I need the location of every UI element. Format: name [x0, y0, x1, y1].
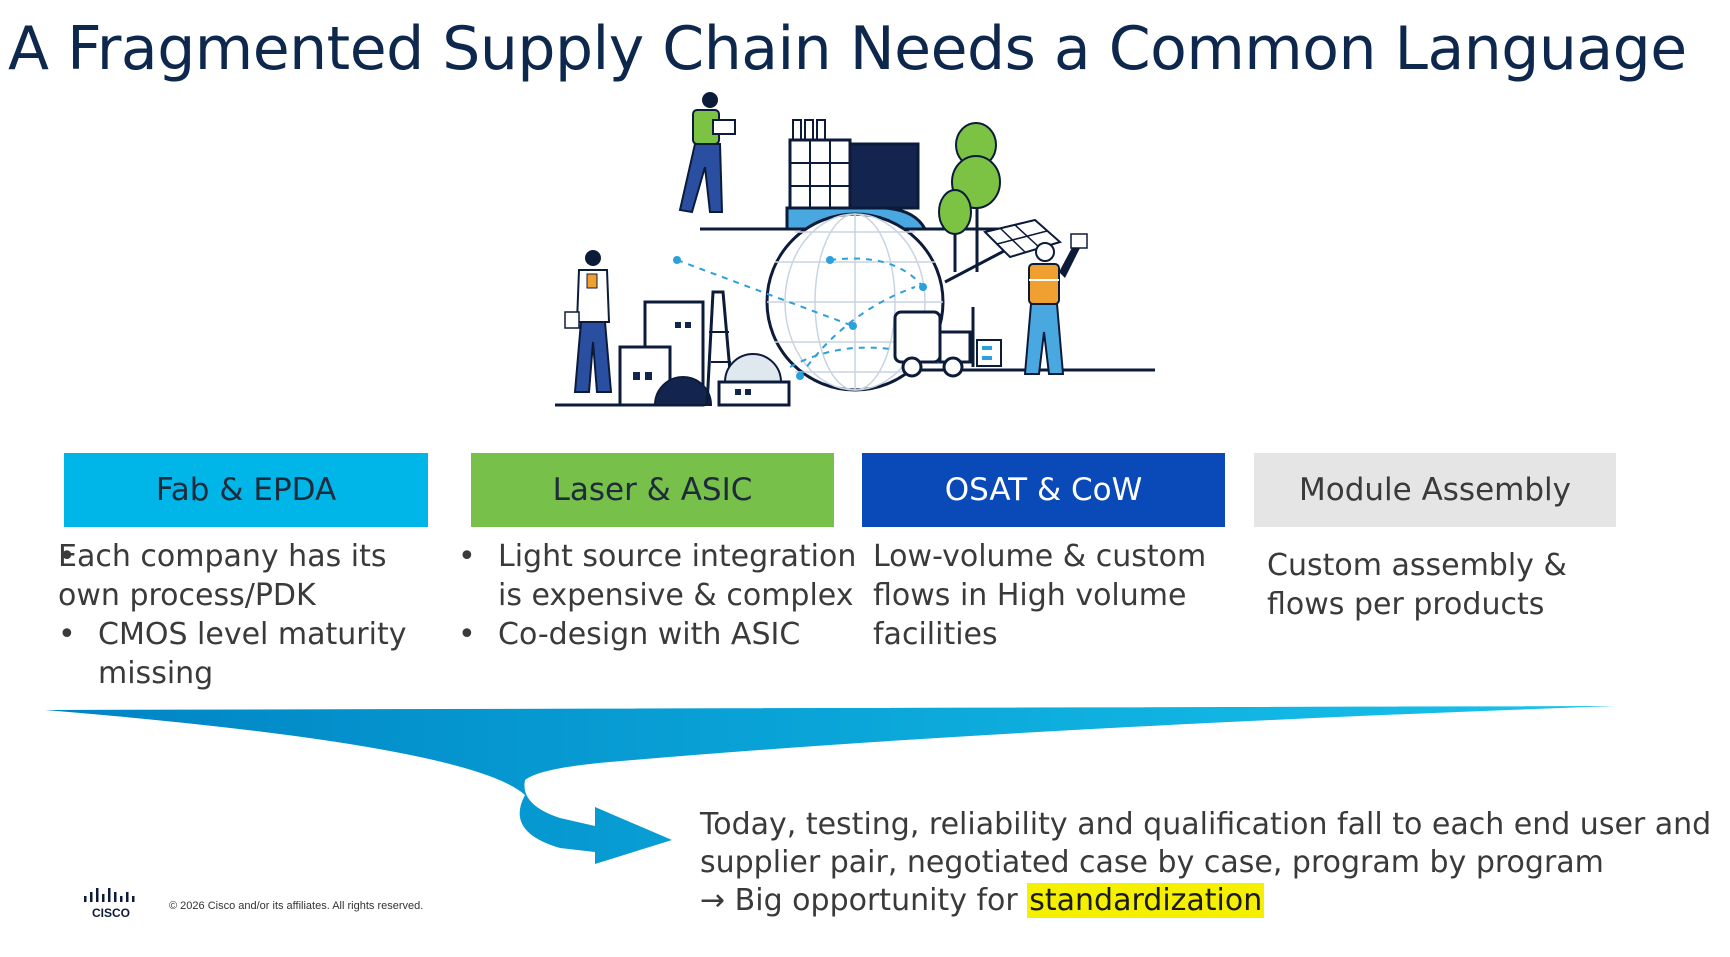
solar-panel-icon [983, 218, 1063, 259]
funnel-arrow [45, 706, 1615, 864]
osat-cow-description: Low-volume & custom flows in High volume… [873, 539, 1207, 652]
highlight-standardization: standardization [1027, 883, 1265, 918]
bullet-item: Co-design with ASIC [458, 615, 858, 654]
page-title: A Fragmented Supply Chain Needs a Common… [8, 14, 1687, 84]
cisco-logo-icon: CISCO [84, 888, 135, 920]
module-assembly-description: Custom assembly & flows per products [1267, 548, 1567, 622]
scientist-icon [564, 250, 613, 393]
bullet-item: Each company has its own process/PDK [58, 537, 438, 615]
conclusion-text: Today, testing, reliability and qualific… [700, 806, 1711, 920]
stage-header-osat-cow: OSAT & CoW [862, 453, 1225, 527]
plant-building-icon [618, 290, 791, 407]
svg-text:CISCO: CISCO [92, 906, 130, 920]
worker-icon [1023, 233, 1088, 375]
laser-asic-bullets: Light source integration is expensive & … [458, 537, 858, 654]
supply-chain-illustration [555, 92, 1155, 407]
fab-epda-bullets: Each company has its own process/PDK CMO… [58, 537, 438, 693]
conclusion-line-1: Today, testing, reliability and qualific… [700, 807, 1712, 842]
engineer-icon [678, 92, 736, 214]
conclusion-line-2: supplier pair, negotiated case by case, … [700, 845, 1604, 880]
arrow-right-icon: → [700, 883, 726, 918]
stage-header-module-assembly: Module Assembly [1254, 453, 1616, 527]
stage-header-laser-asic: Laser & ASIC [471, 453, 834, 527]
tree-icon [938, 122, 1001, 272]
conclusion-line-3: → Big opportunity for standardization [700, 883, 1265, 918]
stage-header-fab-epda: Fab & EPDA [64, 453, 428, 527]
copyright-text: © 2026 Cisco and/or its affiliates. All … [169, 900, 424, 912]
forklift-icon [893, 307, 1002, 378]
bullet-item: CMOS level maturity missing [58, 615, 438, 693]
bullet-item: Light source integration is expensive & … [458, 537, 858, 615]
